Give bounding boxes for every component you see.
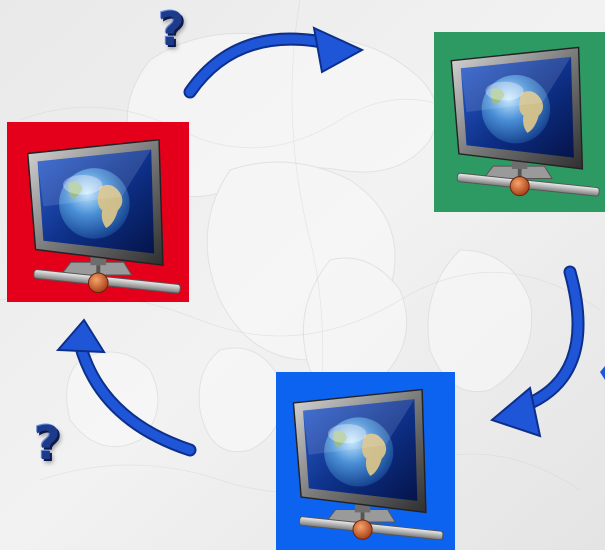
node-green[interactable] <box>434 32 605 212</box>
node-blue[interactable] <box>276 372 455 550</box>
question-mark-left: ? <box>34 420 61 466</box>
question-mark-top: ? <box>158 6 185 52</box>
node-red[interactable] <box>7 122 189 302</box>
